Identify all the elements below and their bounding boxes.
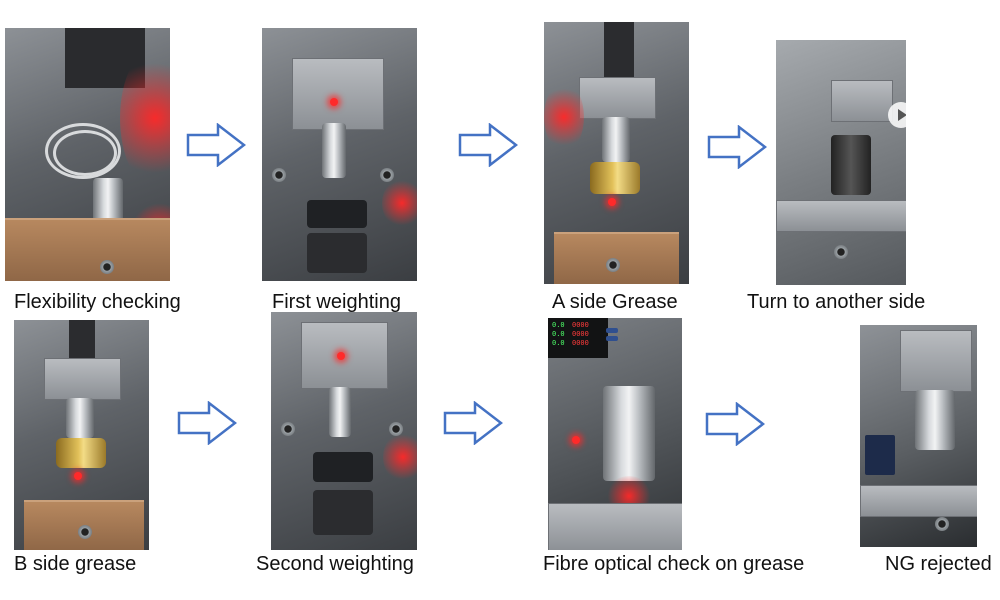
photo-turn-to-another-side bbox=[776, 40, 906, 285]
photo-b-side-grease bbox=[14, 320, 149, 550]
caption-turn-to-another-side: Turn to another side bbox=[747, 291, 926, 313]
caption-flexibility-checking: Flexibility checking bbox=[14, 291, 181, 313]
caption-first-weighting: First weighting bbox=[272, 291, 401, 313]
arrow-icon bbox=[443, 401, 503, 445]
play-icon bbox=[888, 102, 906, 128]
caption-ng-rejected: NG rejected bbox=[885, 553, 992, 575]
photo-a-side-grease bbox=[544, 22, 689, 284]
arrow-icon bbox=[458, 123, 518, 167]
arrow-icon bbox=[705, 402, 765, 446]
caption-b-side-grease: B side grease bbox=[14, 553, 137, 575]
caption-second-weighting: Second weighting bbox=[256, 553, 414, 575]
arrow-icon bbox=[177, 401, 237, 445]
arrow-icon bbox=[186, 123, 246, 167]
caption-a-side-grease: A side Grease bbox=[552, 291, 678, 313]
arrow-icon bbox=[707, 125, 767, 169]
photo-ng-rejected bbox=[860, 325, 977, 547]
photo-fibre-optical-check: 0.0 0.0 0.0 0000 0000 0000 bbox=[548, 318, 682, 550]
photo-second-weighting bbox=[271, 312, 417, 550]
caption-fibre-optical-check: Fibre optical check on grease bbox=[543, 553, 805, 575]
photo-flexibility-checking bbox=[5, 28, 170, 281]
photo-first-weighting bbox=[262, 28, 417, 281]
